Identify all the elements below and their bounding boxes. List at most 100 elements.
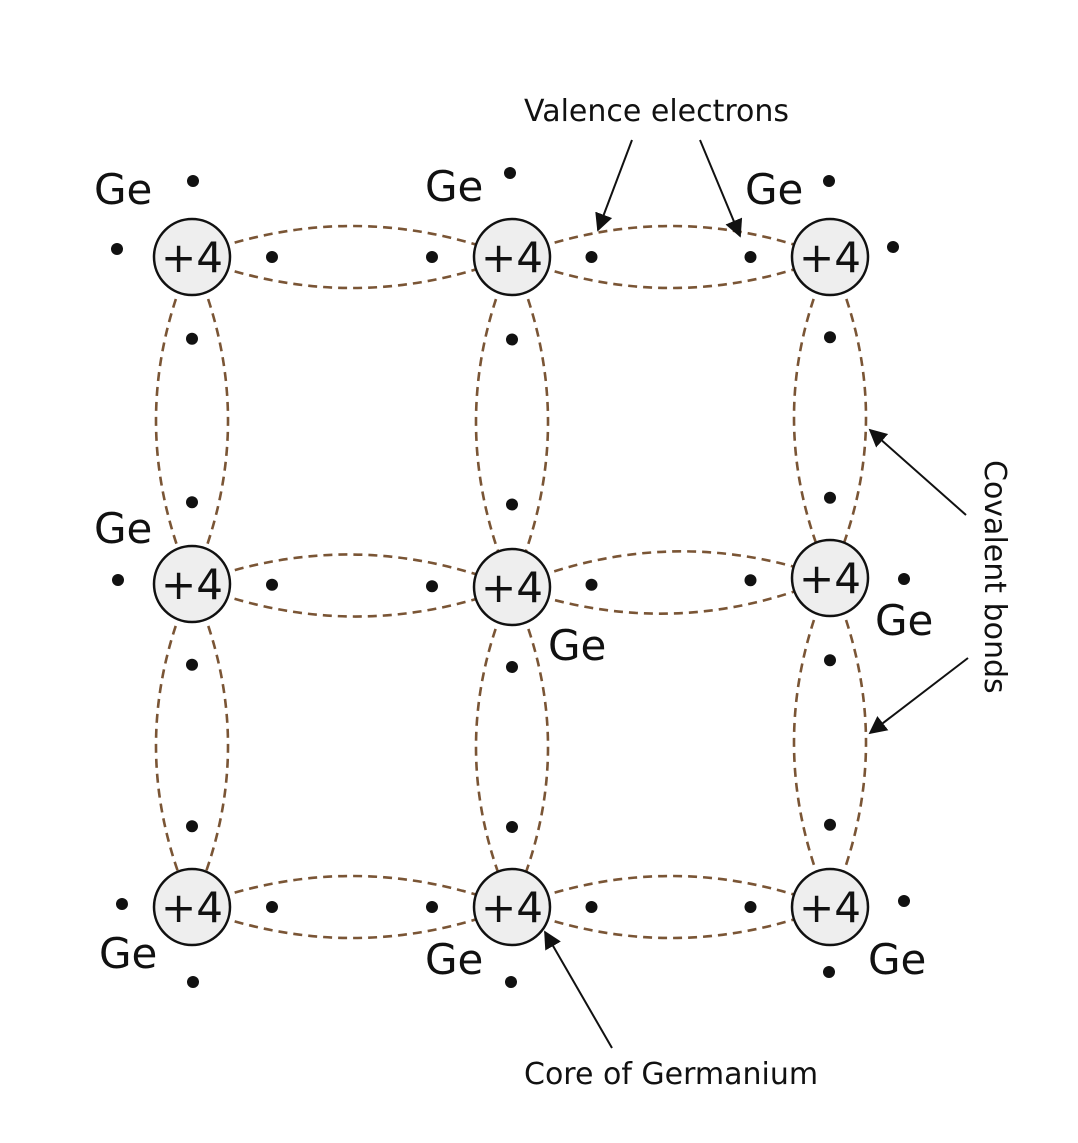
covalent-bond bbox=[190, 583, 230, 908]
valence-electron bbox=[186, 332, 198, 345]
covalent-bond bbox=[154, 583, 194, 908]
valence-electron bbox=[898, 573, 910, 585]
ge-label: Ge bbox=[94, 165, 152, 214]
valence-electron bbox=[504, 167, 516, 179]
covalent-bond bbox=[511, 224, 831, 259]
ge-label: Ge bbox=[868, 935, 926, 984]
valence-electron bbox=[585, 251, 598, 263]
core-charge: +4 bbox=[799, 883, 861, 932]
valence-electron bbox=[585, 578, 598, 591]
valence-electron bbox=[744, 901, 757, 913]
core-charge: +4 bbox=[799, 233, 861, 282]
germanium-core: +4 bbox=[790, 867, 870, 947]
core-charge: +4 bbox=[481, 883, 543, 932]
covalent-bond bbox=[191, 553, 513, 589]
annotation-valence-electrons: Valence electrons bbox=[524, 94, 789, 238]
covalent-bond bbox=[154, 256, 194, 585]
core-circle bbox=[152, 544, 232, 624]
valence-electron bbox=[266, 578, 278, 591]
valence-electron bbox=[186, 820, 198, 833]
arrow-icon bbox=[868, 428, 967, 516]
covalent-bond bbox=[510, 586, 550, 908]
covalent-bond bbox=[828, 577, 868, 908]
valence-electron bbox=[823, 966, 835, 978]
arrow-icon bbox=[868, 657, 969, 735]
covalent-bond bbox=[511, 576, 831, 615]
covalent-bond bbox=[474, 586, 514, 908]
germanium-core: +4 bbox=[472, 547, 552, 627]
valence-electron bbox=[744, 251, 757, 263]
ge-label: Ge bbox=[875, 596, 933, 645]
core-charge: +4 bbox=[161, 560, 223, 609]
valence-electron bbox=[426, 251, 438, 263]
covalent-bond bbox=[792, 577, 832, 908]
germanium-core: +4 bbox=[152, 217, 232, 297]
germanium-core: +4 bbox=[790, 538, 870, 618]
covalent-bond bbox=[191, 224, 513, 259]
germanium-core: +4 bbox=[152, 544, 232, 624]
germanium-core: +4 bbox=[790, 217, 870, 297]
valence-electron bbox=[744, 574, 757, 587]
core-circle bbox=[790, 217, 870, 297]
core-circle bbox=[472, 547, 552, 627]
valence-electron bbox=[506, 821, 518, 833]
annotation-core: Core of Germanium bbox=[524, 930, 818, 1092]
valence-electron bbox=[187, 976, 199, 988]
arrow-icon bbox=[699, 139, 743, 238]
covalent-bond bbox=[792, 256, 832, 579]
arrow-icon bbox=[544, 930, 613, 1049]
valence-electron bbox=[824, 491, 836, 504]
valence-electron bbox=[824, 654, 836, 667]
valence-electron bbox=[506, 661, 518, 673]
core-charge: +4 bbox=[161, 233, 223, 282]
covalent-bond bbox=[191, 874, 513, 909]
valence-electron bbox=[116, 898, 128, 910]
arrow-icon bbox=[595, 139, 633, 232]
core-circle bbox=[790, 538, 870, 618]
valence-electron bbox=[187, 175, 199, 187]
core-charge: +4 bbox=[799, 554, 861, 603]
valence-electron bbox=[266, 901, 278, 913]
covalent-bond bbox=[190, 256, 230, 585]
valence-electron bbox=[898, 895, 910, 907]
ge-label: Ge bbox=[425, 935, 483, 984]
covalent-bond bbox=[191, 255, 513, 290]
valence-electrons bbox=[111, 167, 910, 988]
core-circle bbox=[472, 217, 552, 297]
valence-electron bbox=[823, 175, 835, 187]
core-charge: +4 bbox=[161, 883, 223, 932]
core-label: Core of Germanium bbox=[524, 1057, 818, 1092]
valence-electron bbox=[426, 901, 438, 913]
annotation-covalent-bonds: Covalent bonds bbox=[868, 428, 1012, 735]
valence-electrons-label: Valence electrons bbox=[524, 94, 789, 129]
valence-electron bbox=[887, 241, 899, 253]
covalent-bond bbox=[510, 256, 550, 588]
core-circle bbox=[152, 867, 232, 947]
germanium-core: +4 bbox=[472, 867, 552, 947]
valence-electron bbox=[506, 333, 518, 346]
atom-cores: +4 +4 +4 +4 +4 +4 +4 +4 +4 bbox=[152, 217, 870, 947]
core-circle bbox=[472, 867, 552, 947]
valence-electron bbox=[506, 498, 518, 511]
covalent-bond bbox=[191, 582, 513, 618]
germanium-core: +4 bbox=[472, 217, 552, 297]
covalent-bond bbox=[511, 255, 831, 290]
covalent-bond bbox=[474, 256, 514, 588]
valence-electron bbox=[585, 901, 598, 913]
valence-electron bbox=[505, 976, 517, 988]
valence-electron bbox=[266, 251, 278, 263]
valence-electron bbox=[824, 818, 836, 831]
covalent-bond bbox=[511, 905, 831, 940]
core-charge: +4 bbox=[481, 233, 543, 282]
ge-label: Ge bbox=[94, 504, 152, 553]
core-charge: +4 bbox=[481, 563, 543, 612]
covalent-bond bbox=[511, 874, 831, 909]
covalent-bonds bbox=[154, 224, 868, 940]
ge-label: Ge bbox=[548, 621, 606, 670]
ge-label: Ge bbox=[425, 162, 483, 211]
valence-electron bbox=[111, 243, 123, 255]
valence-electron bbox=[426, 580, 438, 593]
core-circle bbox=[790, 867, 870, 947]
